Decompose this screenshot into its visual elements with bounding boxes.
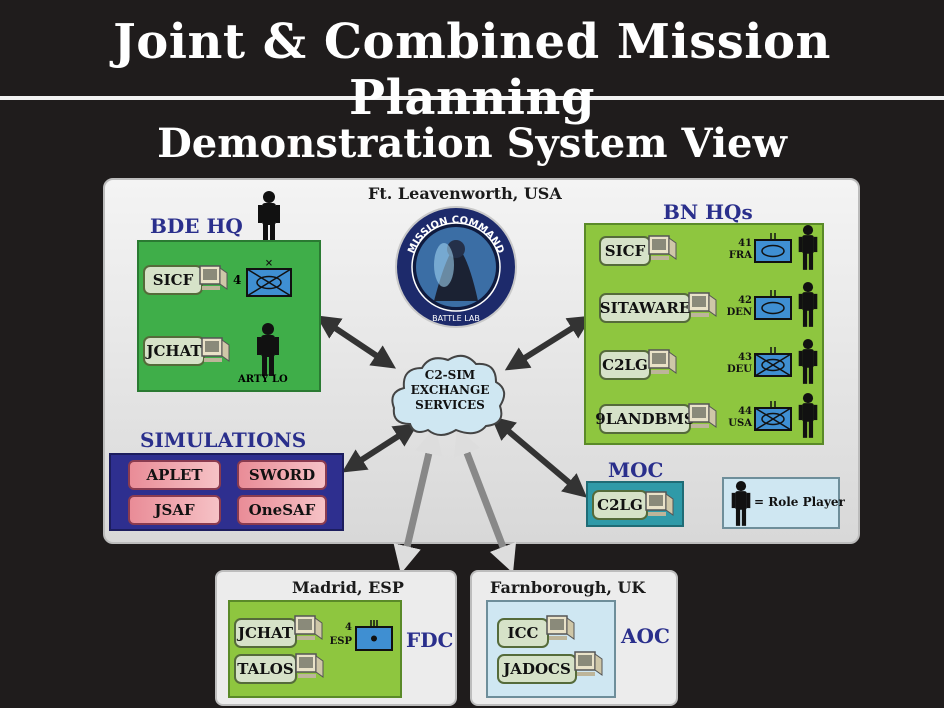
arrow-farnborough-cloud — [453, 426, 517, 574]
page-subtitle: Demonstration System View — [157, 120, 787, 167]
sim-aplet[interactable]: APLET — [128, 460, 221, 490]
madrid-unit-number: 4 — [345, 622, 352, 633]
bn-system-9landbms[interactable]: 9LANDBMS — [595, 404, 695, 434]
legend-text: = Role Player — [754, 495, 845, 509]
computer-icon — [201, 337, 230, 362]
madrid-system-jchat[interactable]: JCHAT — [234, 618, 297, 648]
bde-hq-title: BDE HQ — [150, 214, 243, 238]
bn-unit-nation: DEN — [726, 307, 752, 318]
bde-hq-box — [137, 240, 321, 392]
computer-icon — [199, 265, 228, 290]
farnborough-location-label: Farnborough, UK — [490, 578, 646, 597]
cloud-label: C2-SIM EXCHANGE SERVICES — [410, 368, 490, 412]
simulations-title: SIMULATIONS — [140, 428, 307, 452]
bde-role-label: ARTY LO — [238, 374, 288, 385]
fdc-label: FDC — [406, 628, 454, 652]
unit-symbol-icon — [754, 347, 792, 377]
bn-system-sitaware[interactable]: SITAWARE — [599, 293, 691, 323]
bn-unit-number: 43 — [738, 352, 752, 363]
bn-system-sicf[interactable]: SICF — [599, 236, 651, 266]
bde-system-jchat[interactable]: JCHAT — [143, 336, 205, 366]
computer-icon — [648, 349, 677, 374]
title-bar — [0, 0, 944, 100]
bn-unit-nation: USA — [728, 418, 752, 429]
unit-symbol-icon — [754, 233, 792, 263]
arrow-moc-cloud — [490, 416, 588, 498]
soldier-icon — [258, 191, 280, 244]
farnborough-system-jadocs[interactable]: JADOCS — [497, 654, 577, 684]
bn-unit-number: 41 — [738, 238, 752, 249]
madrid-nation: ESP — [329, 636, 352, 647]
computer-icon — [546, 615, 575, 640]
madrid-location-label: Madrid, ESP — [292, 578, 404, 597]
unit-symbol-icon — [754, 290, 792, 320]
bde-unit-number: 4 — [233, 273, 242, 287]
moc-title: MOC — [608, 458, 664, 482]
bn-unit-nation: FRA — [728, 250, 752, 261]
soldier-icon — [798, 339, 818, 384]
unit-symbol-icon — [754, 401, 792, 431]
mission-command-logo: MISSION COMMAND BATTLE LAB — [395, 206, 517, 328]
bn-system-c2lg[interactable]: C2LG — [599, 350, 651, 380]
svg-text:BATTLE LAB: BATTLE LAB — [432, 314, 480, 323]
soldier-icon — [798, 393, 818, 438]
unit-symbol-icon: × — [246, 258, 292, 297]
sim-sword[interactable]: SWORD — [237, 460, 327, 490]
farnborough-system-icc[interactable]: ICC — [497, 618, 549, 648]
moc-system-c2lg[interactable]: C2LG — [592, 490, 648, 520]
arrow-bde-cloud — [316, 315, 396, 369]
soldier-icon — [798, 282, 818, 327]
arrow-madrid-cloud — [393, 426, 443, 574]
soldier-icon — [798, 225, 818, 270]
madrid-system-talos[interactable]: TALOS — [234, 654, 297, 684]
soldier-icon — [257, 323, 279, 376]
aoc-label: AOC — [621, 624, 670, 648]
arrow-bn-cloud — [504, 315, 593, 371]
svg-text:×: × — [265, 258, 273, 269]
bn-unit-number: 42 — [738, 295, 752, 306]
bde-system-sicf[interactable]: SICF — [143, 265, 203, 295]
unit-symbol-icon — [355, 620, 393, 651]
computer-icon — [574, 651, 603, 676]
sim-onesaf[interactable]: OneSAF — [237, 495, 327, 525]
bn-hqs-title: BN HQs — [663, 200, 753, 224]
cloud-icon — [391, 354, 506, 436]
bn-unit-nation: DEU — [726, 364, 752, 375]
computer-icon — [645, 491, 674, 516]
computer-icon — [295, 653, 324, 678]
soldier-icon — [731, 481, 751, 526]
main-location-label: Ft. Leavenworth, USA — [368, 184, 562, 203]
computer-icon — [648, 235, 677, 260]
computer-icon — [688, 292, 717, 317]
bn-unit-number: 44 — [738, 406, 752, 417]
computer-icon — [688, 403, 717, 428]
sim-jsaf[interactable]: JSAF — [128, 495, 221, 525]
page-title: Joint & Combined Mission Planning — [113, 14, 831, 126]
computer-icon — [294, 615, 323, 640]
